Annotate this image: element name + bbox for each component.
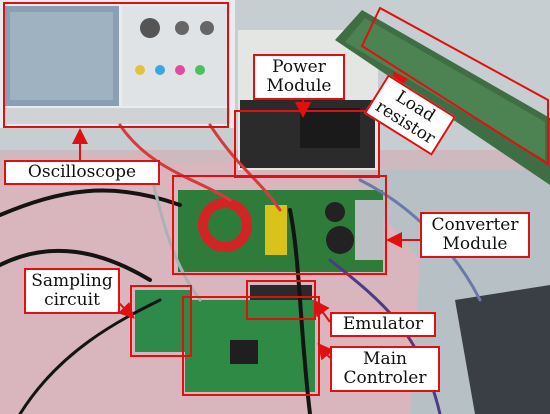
sampling-board: [135, 290, 190, 352]
oscilloscope-label: Oscilloscope: [4, 160, 160, 185]
power-module-label: Power Module: [253, 54, 345, 100]
oscilloscope-device: [0, 0, 235, 128]
power-module-label-line1: Power: [272, 57, 326, 77]
converter-module-label-line1: Converter: [431, 215, 519, 235]
load-resistor-box: [350, 4, 550, 166]
sampling-circuit-label: Sampling circuit: [24, 268, 120, 314]
converter-module-label: Converter Module: [420, 212, 530, 258]
main-controler-label-line1: Main: [363, 349, 407, 369]
emulator-label: Emulator: [330, 312, 436, 337]
main-controler-label: Main Controler: [330, 346, 440, 392]
sampling-circuit-label-line2: circuit: [44, 290, 100, 310]
emulator-label-text: Emulator: [342, 314, 424, 334]
main-controler-label-line2: Controler: [343, 368, 427, 388]
oscilloscope-box: [3, 2, 229, 128]
oscilloscope-label-text: Oscilloscope: [27, 162, 137, 182]
sampling-circuit-box: [130, 285, 192, 357]
sampling-circuit-label-line1: Sampling: [31, 271, 113, 291]
laptop: [455, 285, 550, 414]
load-resistor-outline: [360, 6, 549, 166]
converter-module-box: [172, 175, 387, 275]
converter-module-label-line2: Module: [442, 234, 508, 254]
converter-board: [178, 190, 383, 272]
power-module-label-line2: Module: [266, 76, 332, 96]
